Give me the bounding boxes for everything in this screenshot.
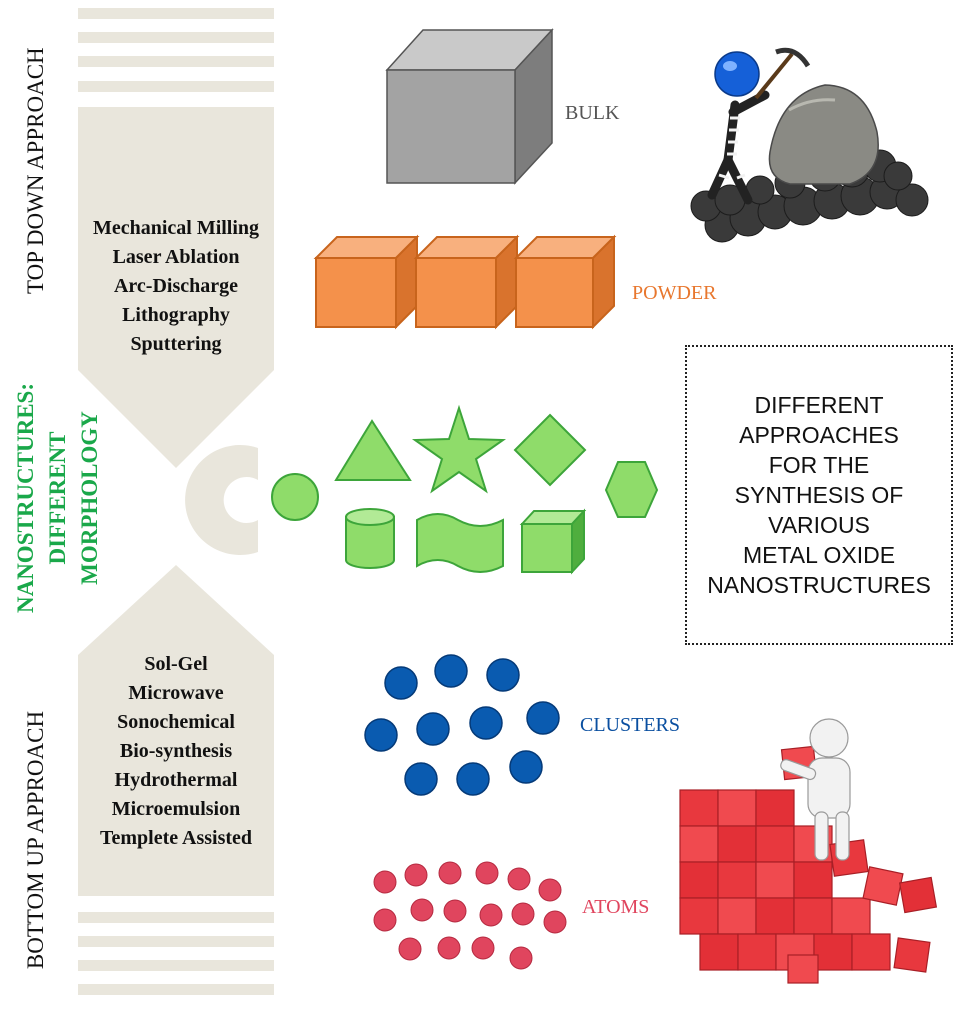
triangle-shape (334, 419, 412, 481)
method-item: Sol-Gel (144, 653, 208, 675)
top-down-approach-title: TOP DOWN APPROACH (23, 47, 48, 294)
powder-label: POWDER (632, 282, 717, 304)
morphology-title-line: NANOSTRUCTURES: (13, 382, 38, 614)
summary-line: FOR THE (768, 452, 870, 478)
method-item: Templete Assisted (99, 827, 253, 849)
clusters-label: CLUSTERS (580, 714, 681, 736)
hexagon-shape (604, 461, 659, 518)
bottom-stripes (78, 912, 274, 995)
powder-cube (413, 234, 520, 330)
morphology-shapes (271, 404, 659, 575)
top-stripes (78, 8, 274, 92)
center-arc-shape (185, 445, 258, 555)
summary-line: SYNTHESIS OF (734, 482, 904, 508)
wave-sheet-shape (416, 513, 504, 573)
method-item: Lithography (122, 304, 230, 326)
summary-line: METAL OXIDE (742, 542, 896, 568)
method-item: Microwave (128, 682, 224, 704)
bulk-label: BULK (565, 102, 620, 124)
star-shape (411, 404, 507, 494)
bottom-up-approach-title: BOTTOM UP APPROACH (23, 710, 48, 970)
figure-building-brick-wall-icon (679, 718, 938, 984)
summary-line: VARIOUS (768, 512, 870, 538)
method-item: Arc-Discharge (113, 275, 239, 297)
powder-cube (313, 234, 420, 330)
cylinder-shape (345, 508, 395, 569)
method-item: Sputtering (130, 333, 222, 355)
bottom-up-methods-list: Sol-Gel Microwave Sonochemical Bio-synth… (74, 650, 278, 853)
summary-line: NANOSTRUCTURES (707, 572, 931, 598)
summary-line: APPROACHES (739, 422, 899, 448)
sphere-shape (271, 473, 319, 521)
summary-text-box: DIFFERENT APPROACHES FOR THE SYNTHESIS O… (685, 345, 953, 645)
nanostructures-morphology-title: NANOSTRUCTURES: DIFFERENT MORPHOLOGY (10, 348, 106, 648)
powder-cube (513, 234, 617, 330)
small-cube-shape (519, 508, 587, 575)
atom-spheres (373, 861, 567, 970)
method-item: Sonochemical (117, 711, 235, 733)
method-item: Mechanical Milling (92, 217, 260, 239)
top-down-arrow-shape (78, 107, 274, 468)
powder-cubes (313, 234, 617, 330)
top-down-methods-list: Mechanical Milling Laser Ablation Arc-Di… (74, 214, 278, 359)
bulk-cube (385, 28, 554, 185)
diamond-shape (513, 413, 587, 487)
atoms-label: ATOMS (582, 896, 650, 918)
morphology-title-line: DIFFERENT (45, 431, 70, 565)
method-item: Laser Ablation (112, 246, 240, 268)
method-item: Hydrothermal (114, 769, 238, 791)
method-item: Microemulsion (111, 798, 241, 820)
summary-line: DIFFERENT (754, 392, 884, 418)
miner-figure-breaking-rock-icon (690, 47, 929, 243)
method-item: Bio-synthesis (119, 740, 233, 762)
bottom-up-arrow-shape (78, 565, 274, 896)
morphology-title-line: MORPHOLOGY (77, 411, 102, 585)
cluster-spheres (364, 654, 560, 796)
